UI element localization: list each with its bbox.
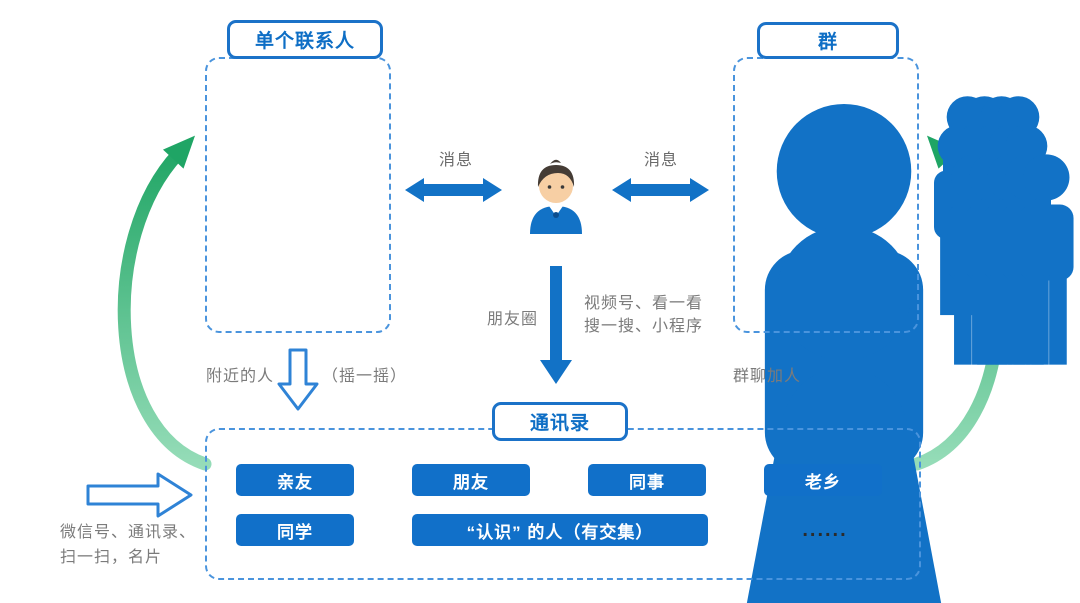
tag-acquaintances: “认识” 的人（有交集）	[412, 514, 708, 546]
tag-friends: 朋友	[412, 464, 530, 496]
entry-line-2: 扫一扫，名片	[60, 549, 163, 566]
tag-classmates: 同学	[236, 514, 354, 546]
single-contact-title: 单个联系人	[227, 20, 383, 59]
tag-hometown: 老乡	[764, 464, 882, 496]
message-arrow-right	[612, 178, 709, 202]
feature-labels: 视频号、看一看 搜一搜、小程序	[584, 292, 764, 338]
user-avatar-icon	[530, 159, 582, 234]
entry-right-arrow	[86, 472, 193, 518]
tag-ellipsis: ......	[802, 519, 848, 541]
feature-line-2: 搜一搜、小程序	[584, 318, 704, 335]
feature-line-1: 视频号、看一看	[584, 295, 704, 312]
entry-methods-label: 微信号、通讯录、 扫一扫，名片	[60, 520, 230, 570]
contacts-panel	[205, 428, 921, 580]
message-label-left: 消息	[438, 152, 473, 169]
nearby-label: 附近的人	[206, 368, 275, 385]
tag-relatives: 亲友	[236, 464, 354, 496]
group-add-label: 群聊加人	[733, 368, 802, 385]
green-curve-left-arrow	[117, 135, 212, 471]
down-arrow-moments	[540, 266, 572, 384]
tag-colleagues: 同事	[588, 464, 706, 496]
group-title: 群	[757, 22, 899, 59]
contacts-title: 通讯录	[492, 402, 628, 441]
shake-label: （摇一摇）	[322, 368, 408, 385]
moments-label: 朋友圈	[486, 311, 538, 328]
message-arrow-left	[405, 178, 502, 202]
crowd-icon	[934, 96, 1074, 364]
nearby-down-arrow	[277, 348, 319, 411]
message-label-right: 消息	[643, 152, 678, 169]
single-contact-panel	[205, 57, 391, 333]
entry-line-1: 微信号、通讯录、	[60, 524, 197, 541]
